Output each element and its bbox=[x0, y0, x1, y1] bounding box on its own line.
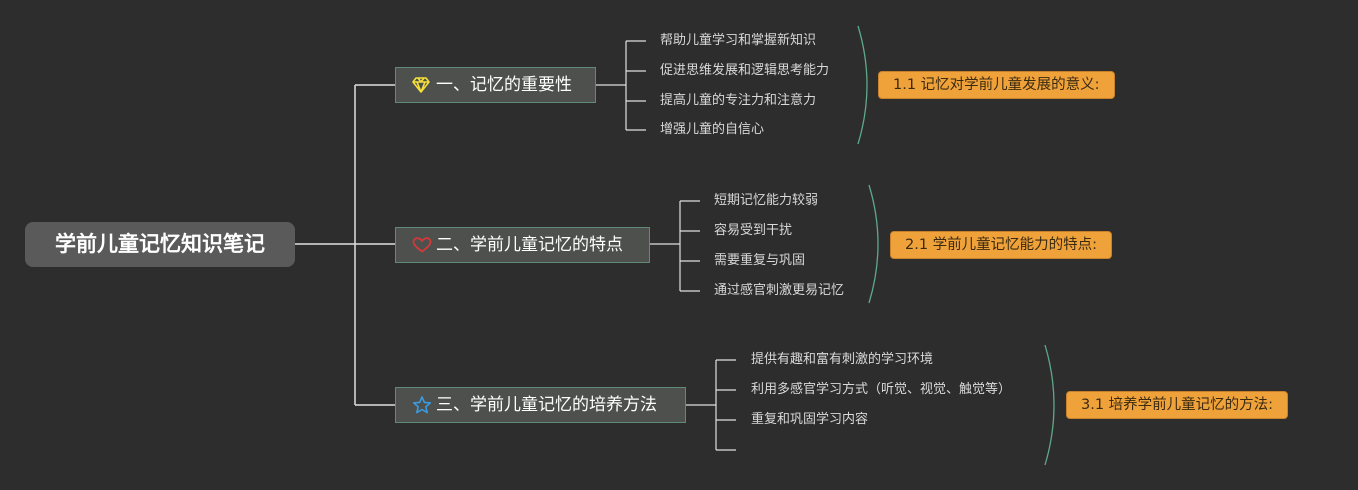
subtopic-item[interactable]: 重复和巩固学习内容 bbox=[751, 412, 869, 427]
branch-label: 二、学前儿童记忆的特点 bbox=[436, 235, 623, 255]
heart-icon bbox=[412, 237, 432, 253]
mindmap-root-topic[interactable]: 学前儿童记忆知识笔记 bbox=[25, 222, 295, 267]
subtopic-item[interactable]: 容易受到干扰 bbox=[714, 223, 793, 238]
summary-brace-1 bbox=[857, 25, 868, 145]
summary-label[interactable]: 2.1 学前儿童记忆能力的特点: bbox=[890, 231, 1113, 259]
subtopic-item[interactable]: 需要重复与巩固 bbox=[714, 253, 806, 268]
summary-brace-2 bbox=[868, 184, 879, 304]
subtopic-item[interactable]: 提高儿童的专注力和注意力 bbox=[660, 93, 817, 108]
subtopic-item[interactable]: 增强儿童的自信心 bbox=[660, 122, 765, 137]
branch-3-children-connector bbox=[686, 359, 736, 451]
subtopic-item[interactable]: 帮助儿童学习和掌握新知识 bbox=[660, 33, 817, 48]
summary-brace-3 bbox=[1044, 344, 1055, 466]
branch-topic-characteristics[interactable]: 二、学前儿童记忆的特点 bbox=[395, 227, 650, 263]
subtopic-item[interactable]: 提供有趣和富有刺激的学习环境 bbox=[751, 352, 934, 367]
subtopic-item[interactable]: 短期记忆能力较弱 bbox=[714, 193, 819, 208]
root-title: 学前儿童记忆知识笔记 bbox=[55, 232, 265, 256]
branch-label: 三、学前儿童记忆的培养方法 bbox=[436, 395, 657, 415]
branch-topic-methods[interactable]: 三、学前儿童记忆的培养方法 bbox=[395, 387, 686, 423]
summary-label[interactable]: 1.1 记忆对学前儿童发展的意义: bbox=[878, 71, 1115, 99]
star-icon bbox=[412, 396, 432, 414]
branch-label: 一、记忆的重要性 bbox=[436, 75, 572, 95]
branch-2-children-connector bbox=[650, 200, 700, 292]
branch-1-children-connector bbox=[596, 40, 646, 131]
branch-topic-importance[interactable]: 一、记忆的重要性 bbox=[395, 67, 596, 103]
subtopic-item[interactable]: 通过感官刺激更易记忆 bbox=[714, 283, 845, 298]
subtopic-item[interactable]: 促进思维发展和逻辑思考能力 bbox=[660, 63, 830, 78]
summary-label[interactable]: 3.1 培养学前儿童记忆的方法: bbox=[1066, 391, 1289, 419]
subtopic-item[interactable]: 利用多感官学习方式（听觉、视觉、触觉等） bbox=[751, 382, 1012, 397]
diamond-icon bbox=[412, 77, 432, 93]
